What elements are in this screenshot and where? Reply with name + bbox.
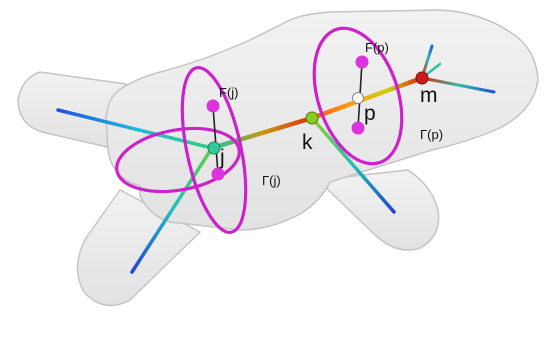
label-Gj: Γ(j) xyxy=(262,173,281,188)
ring-j-side xyxy=(180,66,248,234)
ring-p xyxy=(312,26,404,166)
label-Fj: F(j) xyxy=(219,85,239,100)
body-shell xyxy=(17,9,539,307)
marker-Gj xyxy=(211,167,225,181)
points xyxy=(206,55,429,181)
point-k xyxy=(305,111,319,125)
ring-j xyxy=(115,66,248,234)
branch-right-leg xyxy=(310,116,396,214)
label-j: j xyxy=(219,146,225,169)
label-m: m xyxy=(420,84,438,107)
label-p: p xyxy=(364,102,376,125)
marker-Gp xyxy=(351,121,365,135)
label-k: k xyxy=(302,131,313,154)
ring-j-front xyxy=(115,126,241,194)
marker-Fj xyxy=(206,99,220,113)
segment-Fj-Gj xyxy=(212,105,219,175)
shell-right-leg xyxy=(316,169,440,251)
point-m xyxy=(415,71,429,85)
spine-right xyxy=(309,75,425,121)
label-Fp: F(p) xyxy=(365,40,389,55)
shell-left-arm xyxy=(17,71,127,151)
marker-Fp xyxy=(355,55,369,69)
ring-p-side xyxy=(312,26,404,166)
branch-left-leg xyxy=(130,146,214,274)
spine-left xyxy=(209,115,315,151)
point-p xyxy=(352,92,364,104)
label-Gp: Γ(p) xyxy=(420,127,443,142)
point-j xyxy=(207,141,221,155)
branch-tail-right xyxy=(420,76,496,94)
